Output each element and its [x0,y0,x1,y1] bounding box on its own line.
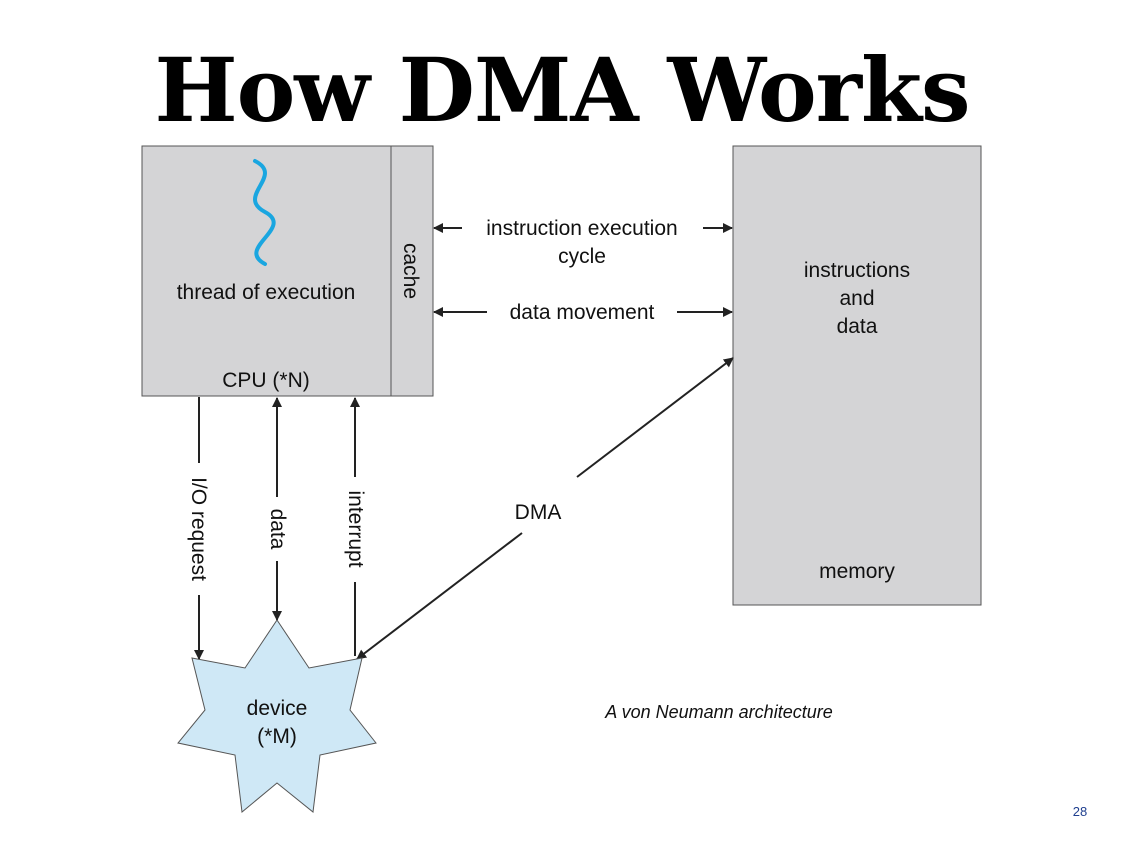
cache-box [390,145,434,397]
cache-label: cache [399,243,422,299]
dma-arrow-to-memory [576,357,734,478]
device-label-line-1: device [247,697,308,720]
memory-label: memory [819,560,895,583]
device-label-line-2: (*M) [257,725,297,748]
cpu-box [141,145,392,397]
dma-label: DMA [515,501,562,524]
instruction-cycle-label-line-2: cycle [558,245,606,268]
memory-box [732,145,982,606]
thread-wave-icon [253,159,276,266]
data-movement-label: data movement [510,301,655,324]
architecture-caption: A von Neumann architecture [604,702,832,722]
memory-content-line-2: and [839,287,874,310]
cpu-label: CPU (*N) [222,369,310,392]
page-number: 28 [1072,804,1088,819]
thread-of-execution-label: thread of execution [177,281,356,304]
io-request-label: I/O request [187,477,210,581]
device-star [177,619,377,813]
memory-content-line-3: data [837,315,878,338]
interrupt-label: interrupt [344,490,367,567]
memory-content-line-1: instructions [804,259,910,282]
instruction-cycle-label-line-1: instruction execution [486,217,677,240]
dma-arrow-to-device [356,532,523,660]
slide-title: How DMA Works [154,38,970,142]
data-label: data [266,509,289,550]
